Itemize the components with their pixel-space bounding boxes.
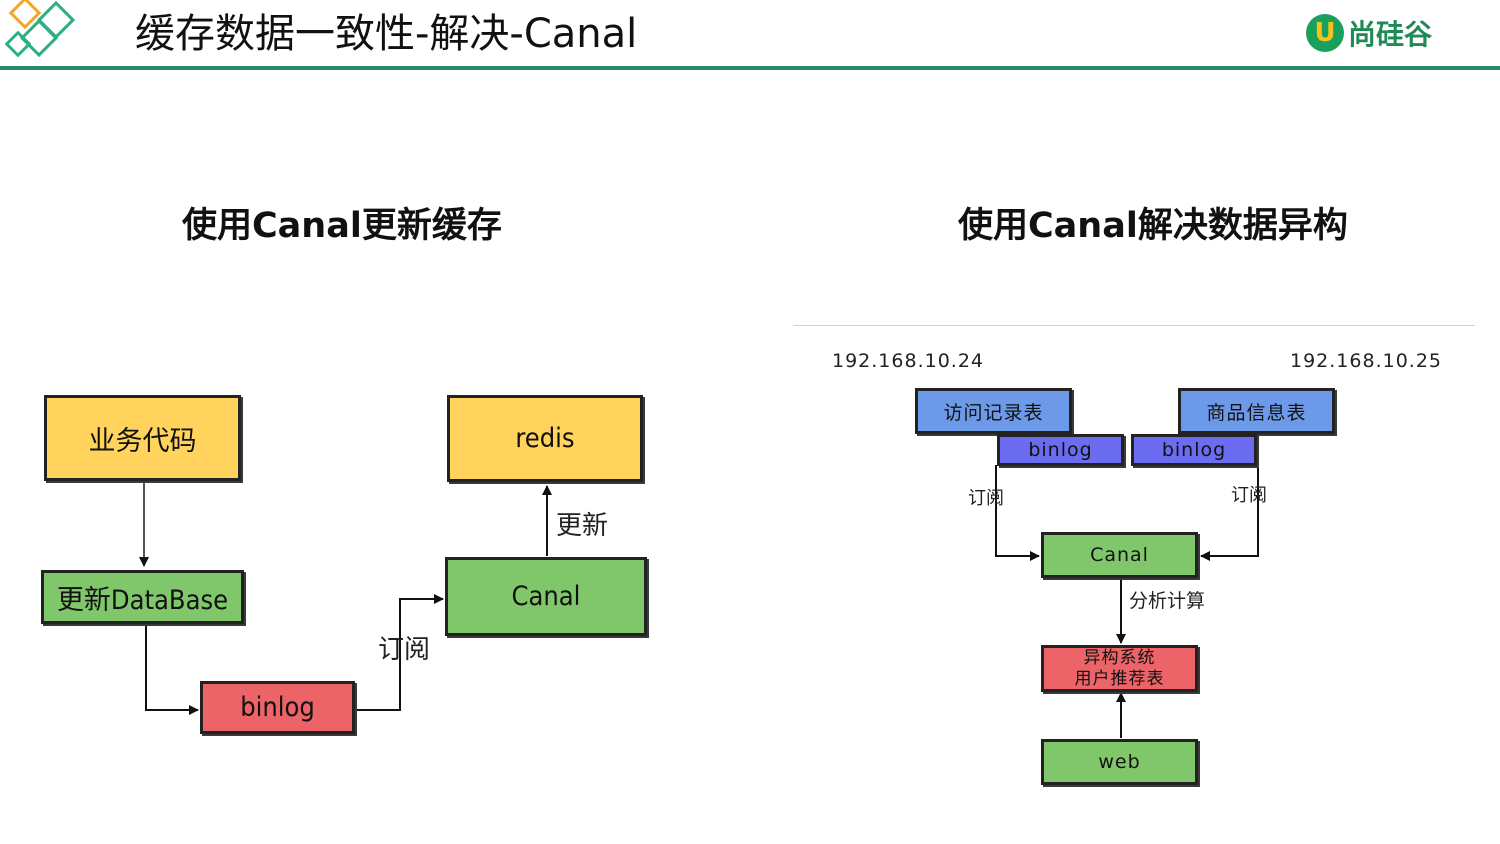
brand-name: 尚硅谷 <box>1348 18 1433 51</box>
edge-db-to-binlog <box>145 624 199 715</box>
access-record-table-node: 访问记录表 <box>915 388 1072 434</box>
analyze-label: 分析计算 <box>1129 590 1206 612</box>
edge-binlog-left-to-canal <box>995 465 1040 561</box>
hetero-system-node: 异构系统 用户推荐表 <box>1041 645 1198 692</box>
subscribe-left-label: 订阅 <box>968 488 1004 509</box>
edge-binlog-right-to-canal <box>1200 465 1259 561</box>
binlog-left-node: binlog <box>997 434 1124 466</box>
logo-diamonds-icon <box>4 0 80 66</box>
update-label: 更新 <box>556 511 609 541</box>
hetero-system-line1: 异构系统 <box>1083 647 1156 668</box>
edge-binlog-to-canal <box>356 594 444 711</box>
product-info-table-node: 商品信息表 <box>1178 388 1335 434</box>
header-divider <box>0 66 1500 70</box>
binlog-node: binlog <box>200 681 355 734</box>
subscribe-right-label: 订阅 <box>1231 485 1267 506</box>
left-diagram-connectors <box>139 481 552 715</box>
subscribe-label: 订阅 <box>378 635 431 665</box>
brand-u-icon: U <box>1306 14 1344 52</box>
business-code-node: 业务代码 <box>44 395 241 481</box>
left-section-title: 使用Canal更新缓存 <box>182 206 502 246</box>
right-section-title: 使用Canal解决数据异构 <box>958 206 1348 246</box>
right-diagram-connectors <box>995 465 1259 738</box>
page-title: 缓存数据一致性-解决-Canal <box>135 11 638 57</box>
update-database-node: 更新DataBase <box>41 570 244 624</box>
binlog-right-node: binlog <box>1131 434 1257 466</box>
host-ip-left: 192.168.10.24 <box>832 350 985 372</box>
host-ip-right: 192.168.10.25 <box>1290 350 1443 372</box>
canal-node: Canal <box>445 557 647 636</box>
right-diagram-top-border <box>793 325 1475 326</box>
redis-node: redis <box>447 395 643 482</box>
canal-node-right: Canal <box>1041 532 1198 578</box>
brand-logo: U 尚硅谷 <box>1306 13 1432 53</box>
hetero-system-line2: 用户推荐表 <box>1074 668 1165 689</box>
web-node: web <box>1041 739 1198 785</box>
